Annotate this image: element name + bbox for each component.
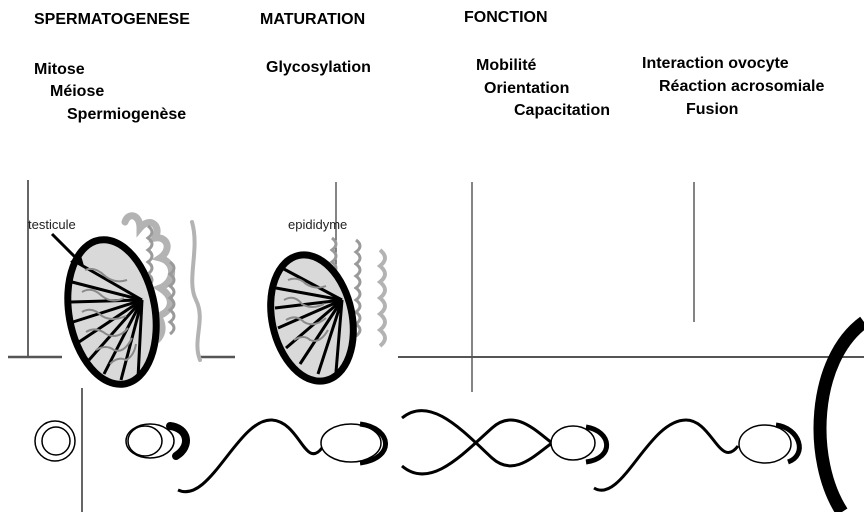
label-testicule: testicule (28, 217, 76, 232)
spermatozoon-2 (402, 411, 607, 474)
epididymis-illustration (260, 238, 385, 389)
spermatid-elongating (126, 424, 186, 458)
heading-maturation: MATURATION (260, 11, 365, 29)
epididymis-ducts-2 (356, 240, 360, 336)
testicule-pointer (52, 234, 76, 258)
item-reaction-acrosomiale: Réaction acrosomiale (659, 78, 824, 96)
testis-illustration (52, 216, 200, 392)
epididymis-testis-body (260, 247, 365, 389)
item-spermiogenese: Spermiogenèse (67, 106, 186, 124)
label-epididyme: epididyme (288, 217, 347, 232)
spermatozoon-1 (178, 420, 386, 492)
item-interaction-ovocyte: Interaction ovocyte (642, 55, 789, 73)
epididymis-tail (380, 250, 385, 346)
oocyte-edge (820, 322, 864, 512)
item-glycosylation: Glycosylation (266, 59, 371, 77)
item-meiose: Méiose (50, 83, 104, 101)
item-fusion: Fusion (686, 101, 738, 119)
heading-fonction: FONCTION (464, 9, 548, 27)
item-orientation: Orientation (484, 80, 569, 98)
item-mitose: Mitose (34, 61, 85, 79)
heading-spermatogenese: SPERMATOGENESE (34, 11, 190, 29)
item-capacitation: Capacitation (514, 102, 610, 120)
item-mobilite: Mobilité (476, 57, 536, 75)
spermatozoon-3 (594, 420, 799, 490)
vas-deferens (192, 222, 200, 360)
spermatid-round (35, 421, 75, 461)
epididymis-coil-2 (170, 262, 174, 334)
